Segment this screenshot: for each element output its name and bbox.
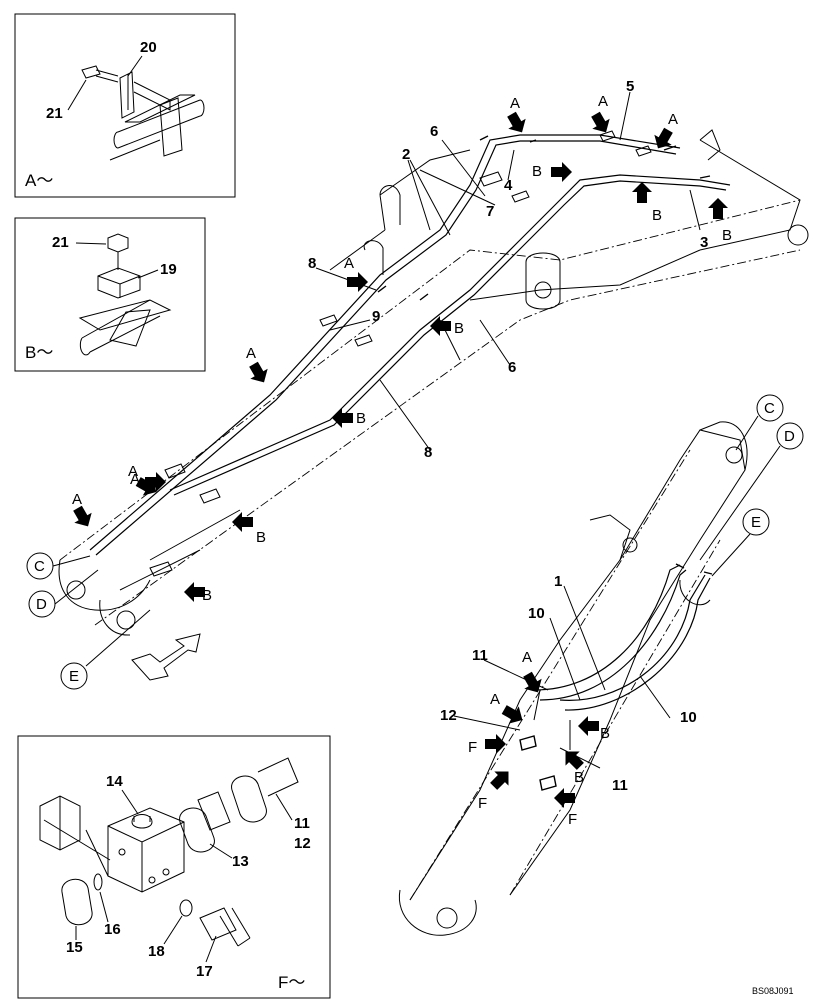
arm-view-arrow-label: A (510, 95, 520, 112)
boom-view-arrow-label: B (600, 725, 610, 742)
inset-f-part-14: 14 (106, 773, 123, 790)
inset-a-detail: 20 21 A～ (14, 13, 236, 198)
boom-view-arrow-label: B (574, 769, 584, 786)
inset-a-caption: A～ (25, 171, 53, 190)
inset-f-part-17: 17 (196, 963, 213, 980)
inset-a-frame (14, 13, 236, 198)
arm-view-arrow-label: A (668, 111, 678, 128)
inset-a-part-20: 20 (140, 39, 157, 56)
arm-view-arrow-label: B (722, 227, 732, 244)
inset-b-frame (14, 217, 206, 372)
boom-view-arrows: A A F F F B B (468, 649, 610, 828)
boom-callout-12: 12 (440, 707, 457, 724)
arm-view-arrow-label: B (532, 163, 542, 180)
arm-callout-3: 3 (700, 234, 708, 251)
arm-callout-7: 7 (486, 203, 494, 220)
inset-b-part-19: 19 (160, 261, 177, 278)
arm-view-arrow-label: A (130, 471, 140, 488)
arm-view-arrow-label: A (128, 463, 138, 480)
arm-callout-6-lower: 6 (508, 359, 516, 376)
connection-markers-arm: C D E (26, 552, 151, 690)
boom-view-arrow-label: A (490, 691, 500, 708)
boom-view-arrow-label: F (478, 795, 487, 812)
inset-b-part-21: 21 (52, 234, 69, 251)
drawing-code: BS08J091 (752, 986, 794, 996)
inset-a-part-21: 21 (46, 105, 63, 122)
boom-callout-1: 1 (554, 573, 562, 590)
inset-f-part-12: 12 (294, 835, 311, 852)
arm-callout-9: 9 (372, 308, 380, 325)
arm-callout-6-upper: 6 (430, 123, 438, 140)
boom-callout-11-upper: 11 (472, 647, 488, 664)
arm-view-arrow-label: A (246, 345, 256, 362)
arm-view-arrow-label: B (356, 410, 366, 427)
connection-circle-label: C (764, 400, 775, 417)
arm-callout-8-lower: 8 (424, 444, 432, 461)
arm-view-arrow-label: B (454, 320, 464, 337)
connection-circle-label: D (36, 596, 47, 613)
arm-view-arrow-label: A (72, 491, 82, 508)
arm-view-arrow-label: A (344, 255, 354, 272)
arm-assembly: 2 6 7 5 4 3 8 9 6 8 (58, 78, 809, 681)
connection-circle-label: D (784, 428, 795, 445)
arm-view-arrow-label: B (256, 529, 266, 546)
arm-callout-2: 2 (402, 146, 410, 163)
boom-view-arrow-label: A (522, 649, 532, 666)
inset-b-caption: B～ (25, 343, 53, 362)
connection-circle-label: E (751, 514, 761, 531)
inset-b-detail: 21 19 B～ (14, 217, 206, 372)
boom-callout-10-lower: 10 (680, 709, 697, 726)
inset-f-caption: F～ (278, 973, 305, 992)
inset-f-part-13: 13 (232, 853, 249, 870)
arm-callout-8-upper: 8 (308, 255, 316, 272)
boom-assembly: 1 10 11 12 10 11 (398, 421, 748, 936)
inset-f-frame (17, 735, 331, 999)
arm-view-arrow-label: B (202, 587, 212, 604)
boom-callout-10-upper: 10 (528, 605, 545, 622)
arm-view-arrows: A A A B B A A A B B B B A A B (72, 93, 732, 604)
boom-view-arrow-label: F (468, 739, 477, 756)
arm-callout-4: 4 (504, 177, 513, 194)
arm-callout-5: 5 (626, 78, 634, 95)
arm-view-arrow-label: B (652, 207, 662, 224)
boom-callout-11-lower: 11 (612, 777, 628, 794)
boom-view-arrow-label: F (568, 811, 577, 828)
inset-f-part-11: 11 (294, 815, 310, 832)
inset-f-part-16: 16 (104, 921, 121, 938)
inset-f-part-18: 18 (148, 943, 165, 960)
connection-circle-label: C (34, 558, 45, 575)
inset-f-part-15: 15 (66, 939, 83, 956)
arm-view-arrow-label: A (598, 93, 608, 110)
connection-circle-label: E (69, 668, 79, 685)
connection-markers-boom: C D E (699, 394, 804, 577)
inset-f-detail: 14 11 12 13 15 16 18 17 F～ (17, 735, 331, 999)
